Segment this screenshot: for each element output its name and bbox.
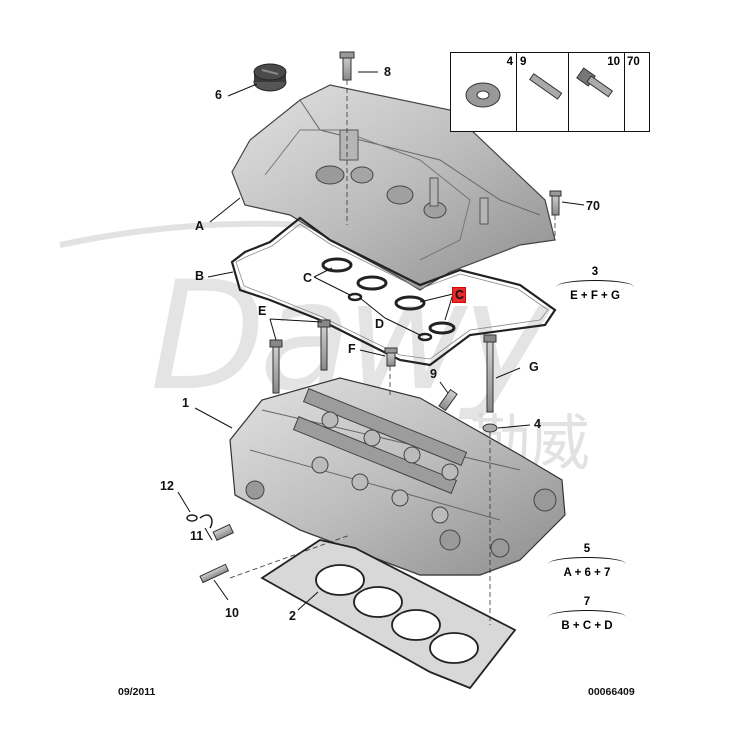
callout-11: 11 <box>190 529 204 543</box>
leader-lines <box>177 71 585 611</box>
callout-1: 1 <box>182 396 189 410</box>
callout-c-right: C <box>455 288 465 302</box>
formula-3-expression: E + F + G <box>570 290 620 302</box>
inset-hardware-box: 4 9 10 70 <box>450 52 650 132</box>
pin-9 <box>438 388 458 412</box>
flange-bolt-icon <box>576 67 614 98</box>
callout-2: 2 <box>289 609 296 623</box>
bolt-g <box>483 334 497 413</box>
callout-e: E <box>258 304 267 318</box>
formula-7-brace <box>548 610 626 617</box>
formula-3-brace <box>556 280 634 287</box>
formula-7: 7 B + C + D <box>548 596 626 632</box>
inset-cell-4: 4 <box>451 53 517 131</box>
callout-c-left: C <box>303 271 313 285</box>
inset-cell-70: 70 <box>625 53 651 131</box>
formula-3-number: 3 <box>591 266 599 278</box>
inset-cell-9: 9 <box>517 53 569 131</box>
callout-6: 6 <box>215 88 222 102</box>
callout-70: 70 <box>586 199 600 213</box>
highlight-c: C <box>452 287 466 303</box>
callout-g: G <box>529 360 539 374</box>
formula-3: 3 E + F + G <box>556 266 634 302</box>
bolt-8 <box>339 51 355 225</box>
head-gasket <box>260 539 517 690</box>
inset-cell-10: 10 <box>569 53 625 131</box>
small-parts-left <box>186 514 234 584</box>
oil-filler-cap <box>253 63 287 92</box>
bolt-70 <box>549 190 562 240</box>
callout-10: 10 <box>225 606 239 620</box>
washer-icon <box>465 82 501 108</box>
inset-label-4: 4 <box>506 56 513 68</box>
seals <box>321 257 456 342</box>
bolt-f <box>384 347 398 367</box>
callout-9: 9 <box>430 367 437 381</box>
inset-label-9: 9 <box>520 56 527 68</box>
formula-5: 5 A + 6 + 7 <box>548 543 626 579</box>
valve-cover <box>231 84 556 291</box>
locating-lines <box>229 366 491 625</box>
callout-4: 4 <box>534 417 541 431</box>
callout-12: 12 <box>160 479 174 493</box>
callout-b: B <box>195 269 205 283</box>
callout-f: F <box>348 342 356 356</box>
cylinder-head <box>229 377 566 576</box>
washer-4 <box>482 423 498 433</box>
bolts-e <box>269 319 331 394</box>
formula-7-number: 7 <box>583 596 591 608</box>
formula-5-brace <box>548 557 626 564</box>
stud-icon <box>529 73 563 100</box>
formula-7-expression: B + C + D <box>561 620 613 632</box>
callout-a: A <box>195 219 205 233</box>
inset-label-70: 70 <box>627 56 640 68</box>
formula-5-number: 5 <box>583 543 591 555</box>
callout-d: D <box>375 317 385 331</box>
footer-reference: 00066409 <box>588 686 635 698</box>
formula-5-expression: A + 6 + 7 <box>563 567 611 579</box>
footer-date: 09/2011 <box>118 686 156 698</box>
valve-cover-gasket <box>230 216 557 367</box>
inset-label-10: 10 <box>607 56 620 68</box>
callout-8: 8 <box>384 65 391 79</box>
